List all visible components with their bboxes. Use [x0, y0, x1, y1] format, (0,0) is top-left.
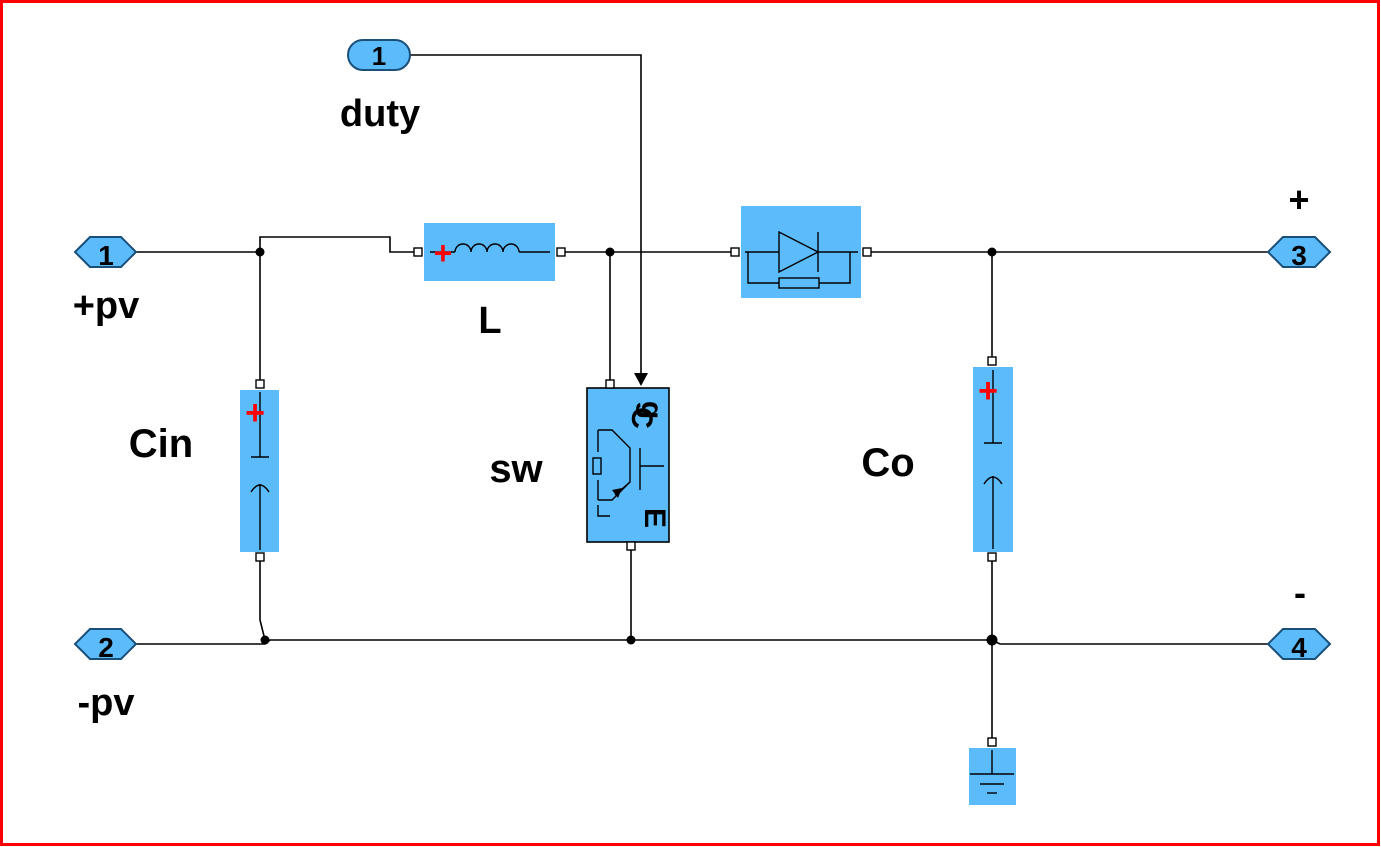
cin-port-top[interactable]: [255, 379, 265, 389]
junction-dot: [260, 635, 270, 645]
switch-port-c[interactable]: [605, 379, 615, 389]
inport-duty-label: duty: [340, 93, 420, 135]
diode-port-left[interactable]: [730, 247, 740, 257]
co-label: Co: [861, 441, 914, 485]
inductor-label: L: [478, 300, 501, 342]
port-pv-minus-shape[interactable]: [73, 628, 138, 660]
inport-duty-number: 1: [372, 41, 386, 71]
switch-pin-c-wrap: C: [625, 407, 658, 429]
switch-pin-g: g: [635, 401, 668, 419]
junction-dot: [255, 247, 265, 257]
switch-label: sw: [489, 447, 543, 491]
junction-dot: [626, 635, 636, 645]
port-pv-plus-shape[interactable]: [73, 236, 138, 268]
ground-icon: [970, 750, 1014, 794]
wire-cin-bottom[interactable]: [259, 557, 266, 641]
diode-icon: [745, 230, 858, 289]
igbt-icon: [592, 429, 664, 517]
switch-pin-e-wrap: E: [638, 508, 671, 528]
co-port-top[interactable]: [987, 356, 997, 366]
port-pv-plus[interactable]: 1 +pv: [73, 236, 140, 327]
port-out-minus-label: -: [1294, 572, 1306, 613]
inductor-icon: [430, 243, 550, 253]
port-pv-plus-number: 1: [98, 240, 114, 271]
inport-duty[interactable]: 1 duty: [340, 39, 420, 135]
port-pv-minus-number: 2: [98, 632, 114, 663]
output-capacitor-block[interactable]: + Co: [861, 356, 1013, 562]
port-pv-minus[interactable]: 2 -pv: [73, 628, 138, 724]
diode-block[interactable]: [730, 206, 872, 298]
inductor-port-left[interactable]: [413, 247, 423, 257]
ground-block[interactable]: [969, 737, 1016, 805]
switch-port-e[interactable]: [626, 541, 636, 551]
port-out-minus-shape[interactable]: [1266, 628, 1332, 660]
wire-pv-to-inductor[interactable]: [135, 236, 418, 253]
junction-dot: [605, 247, 615, 257]
co-plus-sign: +: [978, 372, 998, 410]
switch-pin-c: C: [625, 407, 658, 429]
port-out-plus-shape[interactable]: [1266, 236, 1332, 268]
junction-dot: [987, 247, 997, 257]
switch-pin-g-wrap: g: [635, 401, 668, 419]
duty-arrow-head: [634, 373, 648, 386]
wires: [135, 54, 1268, 742]
co-capacitor-icon: [983, 370, 1003, 549]
port-out-minus-number: 4: [1291, 632, 1307, 663]
wire-bottom-rail[interactable]: [135, 639, 1268, 645]
port-pv-minus-label: -pv: [78, 682, 135, 724]
inductor-port-right[interactable]: [556, 247, 566, 257]
input-capacitor-block[interactable]: + Cin: [129, 379, 279, 562]
port-pv-plus-label: +pv: [73, 285, 140, 327]
inductor-plus-sign: +: [434, 235, 453, 271]
ground-port[interactable]: [987, 737, 997, 747]
cin-label: Cin: [129, 422, 193, 466]
switch-pin-e: E: [638, 508, 671, 528]
port-out-plus-label: +: [1288, 179, 1309, 220]
inport-duty-shape[interactable]: [347, 39, 411, 71]
inductor-block[interactable]: + L: [413, 223, 566, 342]
wire-duty-signal[interactable]: [410, 54, 642, 373]
cin-plus-sign: +: [245, 394, 265, 432]
cin-capacitor-icon: [250, 392, 270, 550]
junction-dot: [986, 634, 998, 646]
co-port-bottom[interactable]: [987, 552, 997, 562]
port-out-plus[interactable]: 3 +: [1266, 179, 1332, 271]
port-out-plus-number: 3: [1291, 240, 1307, 271]
switch-block[interactable]: C g E sw: [489, 379, 671, 551]
diode-port-right[interactable]: [862, 247, 872, 257]
cin-port-bottom[interactable]: [255, 552, 265, 562]
port-out-minus[interactable]: 4 -: [1266, 572, 1332, 663]
